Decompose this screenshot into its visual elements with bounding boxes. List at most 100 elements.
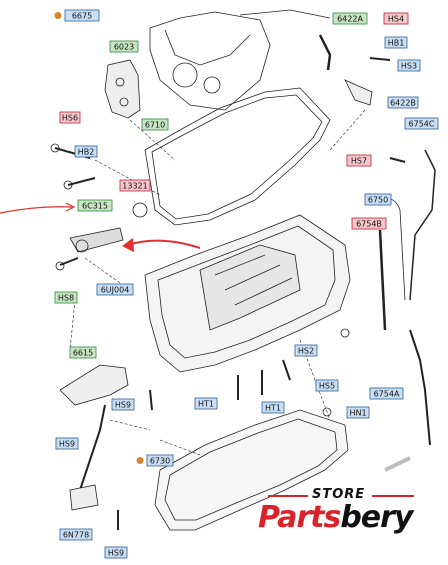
label-box: [351, 217, 387, 230]
label-ht1a: HT1: [194, 397, 218, 410]
label-ht1b: HT1: [261, 401, 285, 414]
label-box: [346, 154, 372, 167]
label-text: 6N778: [63, 530, 89, 539]
label-box: [369, 387, 404, 400]
label-box: [96, 283, 134, 296]
label-hs9c: HS9: [104, 546, 128, 559]
label-text: HS9: [115, 400, 131, 409]
label-box: [119, 179, 151, 192]
label-box: [55, 437, 79, 450]
label-box: [74, 145, 98, 158]
label-6675: 6675: [54, 9, 100, 22]
label-box: [364, 193, 392, 206]
red-arrow-pointers: [0, 202, 201, 252]
label-text: 6UJ004: [101, 285, 130, 294]
label-text: 6675: [72, 11, 92, 20]
watermark-store: STORE: [312, 487, 366, 502]
orange-dot-marker: [54, 12, 62, 19]
label-box: [64, 9, 100, 22]
label-text: HB1: [388, 38, 405, 47]
label-hs5: HS5: [315, 379, 339, 392]
label-hs9a: HS9: [111, 398, 135, 411]
label-box: [397, 59, 421, 72]
label-hs7: HS7: [346, 154, 372, 167]
label-box: [384, 36, 408, 49]
label-6422b: 6422B: [387, 96, 419, 109]
label-box: [77, 199, 113, 212]
label-text: HS7: [351, 156, 367, 165]
label-13321: 13321: [119, 179, 151, 192]
label-6c315: 6C315: [77, 199, 113, 212]
label-box: [59, 111, 81, 124]
label-box: [346, 406, 370, 419]
label-text: HN1: [349, 408, 366, 417]
brand-bery: bery: [340, 500, 413, 535]
label-text: 6615: [73, 348, 93, 357]
label-box: [383, 12, 409, 25]
label-text: 6710: [145, 120, 165, 129]
orange-dot-marker: [136, 457, 144, 464]
label-box: [194, 397, 218, 410]
label-hs4: HS4: [383, 12, 409, 25]
label-box: [332, 12, 368, 25]
label-box: [146, 454, 174, 467]
label-text: HS9: [59, 439, 75, 448]
label-6422a: 6422A: [332, 12, 368, 25]
brand-parts: Parts: [258, 500, 341, 535]
label-box: [54, 291, 78, 304]
label-hn1: HN1: [346, 406, 370, 419]
label-6754c: 6754C: [404, 117, 439, 130]
watermark-brand: Partsbery: [258, 500, 413, 535]
label-hs2: HS2: [294, 344, 318, 357]
label-text: 6C315: [82, 201, 108, 210]
label-text: HS5: [319, 381, 335, 390]
store-underline-right: [372, 495, 414, 497]
label-text: HS6: [62, 113, 78, 122]
label-text: HS4: [388, 14, 404, 23]
label-6730: 6730: [136, 454, 174, 467]
label-hs3: HS3: [397, 59, 421, 72]
label-box: [59, 528, 93, 541]
label-text: HT1: [198, 399, 214, 408]
store-underline-left: [268, 495, 308, 497]
line-art: [50, 9, 436, 531]
label-text: 6422B: [390, 98, 416, 107]
label-text: 6023: [114, 42, 134, 51]
label-text: HS9: [108, 548, 124, 557]
label-box: [109, 40, 139, 53]
label-6615: 6615: [69, 346, 97, 359]
label-text: HT1: [265, 403, 281, 412]
label-box: [315, 379, 339, 392]
label-box: [141, 118, 169, 131]
label-6750: 6750: [364, 193, 392, 206]
label-hs6: HS6: [59, 111, 81, 124]
label-text: 6422A: [337, 14, 363, 23]
label-text: 6730: [150, 456, 170, 465]
label-text: HS2: [298, 346, 314, 355]
label-box: [387, 96, 419, 109]
label-text: 13321: [122, 181, 147, 190]
label-box: [294, 344, 318, 357]
label-text: 6754C: [409, 119, 435, 128]
label-box: [261, 401, 285, 414]
label-6754a: 6754A: [369, 387, 404, 400]
label-box: [111, 398, 135, 411]
label-6023: 6023: [109, 40, 139, 53]
label-6710: 6710: [141, 118, 169, 131]
label-hs8: HS8: [54, 291, 78, 304]
label-6754b: 6754B: [351, 217, 387, 230]
label-6n778: 6N778: [59, 528, 93, 541]
label-hs9b: HS9: [55, 437, 79, 450]
label-text: HS8: [58, 293, 74, 302]
label-text: HS3: [401, 61, 417, 70]
label-text: 6754B: [356, 219, 382, 228]
label-box: [69, 346, 97, 359]
label-text: 6754A: [374, 389, 400, 398]
label-hb2: HB2: [74, 145, 98, 158]
label-text: 6750: [368, 195, 388, 204]
label-text: HB2: [78, 147, 95, 156]
label-box: [404, 117, 439, 130]
label-hb1: HB1: [384, 36, 408, 49]
